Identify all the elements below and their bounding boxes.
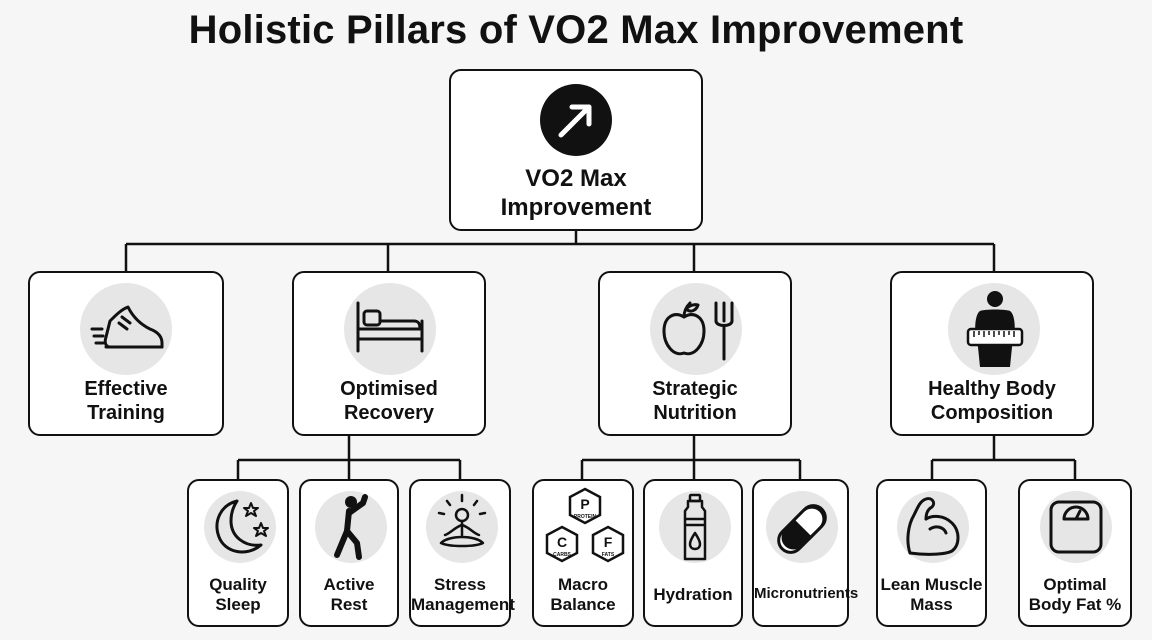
sub-label: Micronutrients bbox=[754, 585, 859, 603]
sub-active-rest: Active Rest bbox=[299, 479, 399, 627]
sub-label-line1: Hydration bbox=[653, 585, 733, 604]
sub-label-line1: Active bbox=[323, 575, 375, 594]
pillar-optimised-recovery: Optimised Recovery bbox=[292, 271, 486, 436]
sub-label: Active Rest bbox=[301, 575, 397, 616]
pillar-label-line1: Optimised bbox=[340, 378, 438, 400]
capsule-pill-icon bbox=[777, 504, 827, 554]
sub-label-line1: Lean Muscle bbox=[880, 575, 983, 594]
pillar-label-line1: Effective bbox=[84, 378, 168, 400]
apple-fork-icon bbox=[662, 301, 734, 361]
pillar-label: Effective Training bbox=[30, 377, 222, 425]
flexed-bicep-icon bbox=[906, 497, 960, 556]
meditation-icon bbox=[437, 493, 487, 548]
sub-label: Macro Balance bbox=[534, 575, 632, 616]
water-bottle-icon bbox=[683, 493, 707, 561]
pillar-label: Strategic Nutrition bbox=[600, 377, 790, 425]
macro-carbs-label: CARBS bbox=[553, 552, 571, 558]
pillar-effective-training: Effective Training bbox=[28, 271, 224, 436]
sub-micronutrients: Micronutrients bbox=[752, 479, 859, 627]
sub-label-line1: Micronutrients bbox=[754, 585, 859, 602]
sub-label-line1: Quality bbox=[209, 575, 267, 594]
sub-label-line2: Balance bbox=[550, 595, 616, 615]
sub-quality-sleep: Quality Sleep bbox=[187, 479, 289, 627]
pillar-strategic-nutrition: Strategic Nutrition bbox=[598, 271, 792, 436]
sub-label-line2: Body Fat % bbox=[1028, 595, 1122, 615]
icon-circle bbox=[659, 491, 731, 563]
sub-label-line1: Optimal bbox=[1043, 575, 1107, 594]
pillar-label-line2: Composition bbox=[930, 402, 1054, 424]
pillar-healthy-body-composition: Healthy Body Composition bbox=[890, 271, 1094, 436]
sub-label-line2: Sleep bbox=[215, 595, 261, 615]
pillar-label-line1: Healthy Body bbox=[928, 378, 1056, 400]
sub-label-line1: Macro bbox=[557, 575, 609, 594]
sub-label: Lean Muscle Mass bbox=[878, 575, 985, 616]
sub-label: Stress Management bbox=[411, 575, 515, 616]
sub-macro-balance: P PROTEIN C CARBS F FATS Macro Balance bbox=[532, 479, 634, 627]
macro-fats-letter: F bbox=[604, 534, 613, 550]
sub-label-line2: Management bbox=[411, 595, 515, 615]
pillar-label-line2: Recovery bbox=[343, 402, 435, 424]
sub-label-line1: Stress bbox=[434, 575, 486, 594]
sub-optimal-body-fat: Optimal Body Fat % bbox=[1018, 479, 1132, 627]
macro-protein-label: PROTEIN bbox=[574, 514, 597, 520]
stretching-person-icon bbox=[334, 494, 368, 560]
bed-icon bbox=[356, 301, 424, 353]
pillar-label: Optimised Recovery bbox=[294, 377, 484, 425]
pillar-label-line2: Training bbox=[87, 402, 165, 424]
root-label-line1: VO2 Max bbox=[525, 165, 627, 192]
weighing-scale-icon bbox=[1049, 500, 1103, 554]
sub-label-line2: Rest bbox=[330, 595, 368, 615]
running-shoe-icon bbox=[90, 305, 164, 349]
sub-lean-muscle-mass: Lean Muscle Mass bbox=[876, 479, 987, 627]
sub-label: Hydration bbox=[645, 585, 741, 605]
body-measuring-tape-icon bbox=[966, 291, 1024, 367]
pillar-label-line2: Nutrition bbox=[653, 402, 737, 424]
sub-hydration: Hydration bbox=[643, 479, 743, 627]
pillar-label-line1: Strategic bbox=[652, 378, 738, 400]
sub-label-line2: Mass bbox=[910, 595, 953, 615]
sub-label: Optimal Body Fat % bbox=[1020, 575, 1130, 616]
root-label: VO2 Max Improvement bbox=[451, 165, 701, 223]
root-node: VO2 Max Improvement bbox=[449, 69, 703, 231]
page-title: Holistic Pillars of VO2 Max Improvement bbox=[188, 8, 964, 52]
sub-stress-management: Stress Management bbox=[409, 479, 515, 627]
moon-stars-icon bbox=[215, 499, 269, 554]
macro-fats-label: FATS bbox=[602, 552, 615, 558]
sub-label: Quality Sleep bbox=[189, 575, 287, 616]
pillar-label: Healthy Body Composition bbox=[892, 377, 1092, 425]
macro-protein-letter: P bbox=[580, 496, 589, 512]
macro-carbs-letter: C bbox=[557, 534, 567, 550]
macro-hexagons-icon: P PROTEIN C CARBS F FATS bbox=[545, 487, 625, 563]
trend-up-arrow-icon bbox=[540, 84, 612, 156]
root-label-line2: Improvement bbox=[500, 193, 652, 221]
